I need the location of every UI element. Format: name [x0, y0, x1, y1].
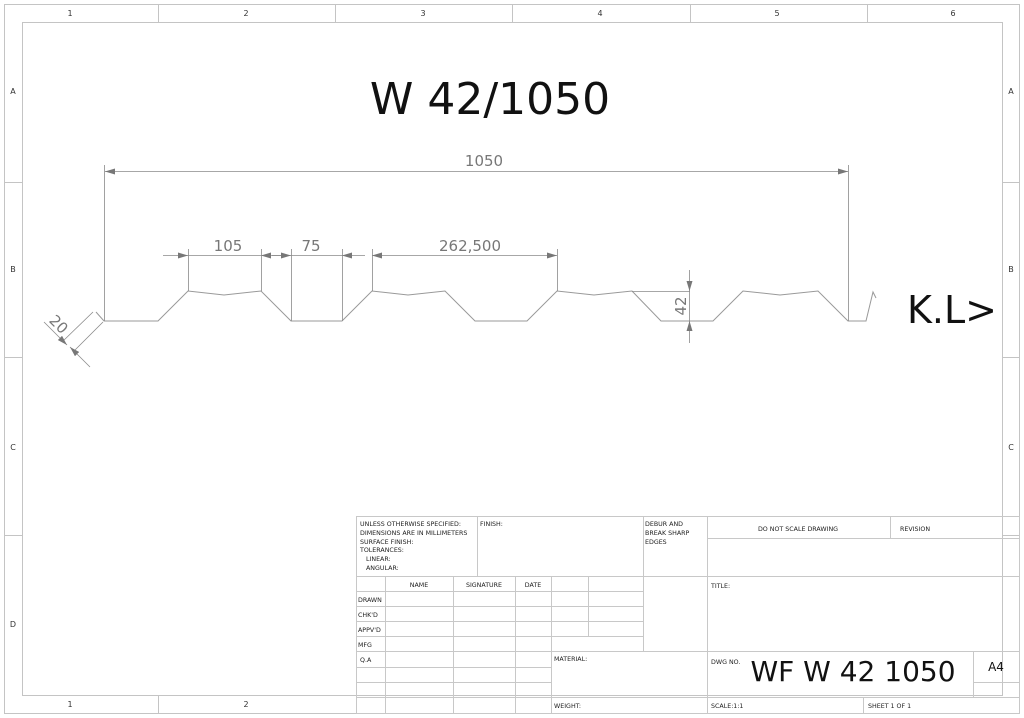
- dim-height: 42: [632, 270, 693, 343]
- zone-row-c-right: C: [1008, 443, 1014, 452]
- dim-height-label: 42: [672, 296, 690, 315]
- note-surface: SURFACE FINISH:: [360, 539, 414, 546]
- material-label: MATERIAL:: [554, 656, 587, 663]
- note-dimensions: DIMENSIONS ARE IN MILLIMETERS: [360, 530, 467, 537]
- zone-col-5: 5: [774, 9, 779, 18]
- weight-label: WEIGHT:: [554, 703, 581, 710]
- dim-pitch: 262,500: [372, 237, 558, 291]
- zone-labels: 1 2 3 4 5 6 A B C D A B C 1 2: [10, 9, 1014, 709]
- zone-row-c: C: [10, 443, 16, 452]
- dim-crest-width-label: 105: [214, 237, 243, 255]
- scale-label: SCALE:1:1: [711, 703, 743, 710]
- revision-label: REVISION: [900, 526, 930, 533]
- zone-row-a: A: [10, 87, 16, 96]
- drawing-title: W 42/1050: [370, 74, 610, 125]
- dim-pitch-label: 262,500: [439, 237, 501, 255]
- title-block: UNLESS OTHERWISE SPECIFIED: DIMENSIONS A…: [356, 516, 1020, 714]
- dwg-no: WF W 42 1050: [750, 655, 955, 688]
- dim-crest-width: 105: [163, 237, 286, 291]
- zone-row-b-right: B: [1008, 265, 1014, 274]
- debur-line-1: DEBUR AND: [645, 521, 683, 528]
- dim-valley-width-label: 75: [301, 237, 320, 255]
- zone-col-4: 4: [597, 9, 602, 18]
- title-label: TITLE:: [710, 583, 730, 590]
- row-approved: APPV'D: [358, 627, 381, 634]
- note-tolerances: TOLERANCES:: [359, 547, 404, 554]
- row-drawn: DRAWN: [358, 597, 382, 604]
- zone-row-a-right: A: [1008, 87, 1014, 96]
- zone-row-d: D: [10, 620, 16, 629]
- debur-line-2: BREAK SHARP: [645, 530, 690, 537]
- do-not-scale: DO NOT SCALE DRAWING: [758, 526, 838, 533]
- finish-label: FINISH:: [480, 521, 503, 528]
- row-checked: CHK'D: [358, 612, 378, 619]
- dim-overall-width: 1050: [104, 152, 849, 321]
- zone-col-2: 2: [243, 9, 248, 18]
- zone-col-1: 1: [67, 9, 72, 18]
- row-mfg: MFG: [358, 642, 372, 649]
- dim-valley-width: 75: [272, 237, 365, 321]
- paper-size: A4: [988, 660, 1004, 674]
- dim-overall-width-label: 1050: [465, 152, 503, 170]
- dim-edge-label: 20: [45, 311, 71, 337]
- zone-col-6: 6: [950, 9, 955, 18]
- dwg-no-label: DWG NO.: [711, 659, 740, 666]
- dim-edge: 20: [43, 311, 104, 368]
- row-qa: Q.A: [360, 657, 372, 664]
- sheet-profile: [95, 290, 877, 322]
- header-signature: SIGNATURE: [466, 582, 502, 589]
- zone-col-3: 3: [420, 9, 425, 18]
- zone-col-1-bottom: 1: [67, 700, 72, 709]
- note-linear: LINEAR:: [366, 556, 391, 563]
- header-date: DATE: [525, 582, 541, 589]
- note-angular: ANGULAR:: [366, 565, 399, 572]
- sheet-label: SHEET 1 OF 1: [868, 703, 911, 710]
- debur-line-3: EDGES: [645, 539, 667, 546]
- zone-row-b: B: [10, 265, 16, 274]
- header-name: NAME: [410, 582, 428, 589]
- zone-col-2-bottom: 2: [243, 700, 248, 709]
- zone-dividers: [4, 4, 1020, 714]
- side-label: K.L>: [907, 288, 997, 332]
- note-unless: UNLESS OTHERWISE SPECIFIED:: [360, 521, 461, 528]
